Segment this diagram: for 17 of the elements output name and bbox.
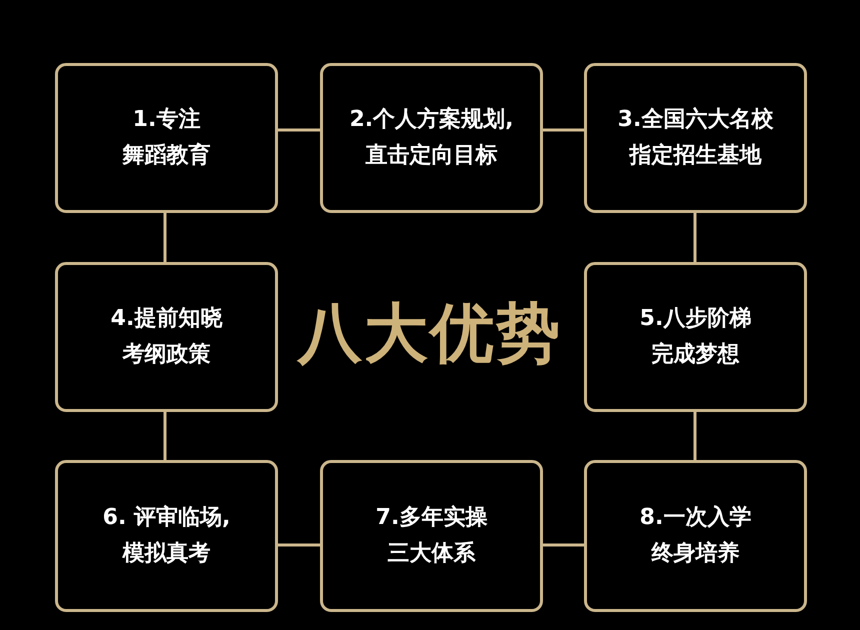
advantage-box: 4.提前知晓考纲政策 <box>55 262 278 412</box>
advantage-box: 5.八步阶梯完成梦想 <box>584 262 807 412</box>
connector-line <box>278 544 320 546</box>
connector-line <box>543 128 584 132</box>
advantage-box: 8.一次入学终身培养 <box>584 460 807 612</box>
connector-line <box>164 412 166 460</box>
advantage-box: 2.个人方案规划,直击定向目标 <box>320 63 543 213</box>
connector-line <box>694 412 696 460</box>
advantage-box: 1.专注舞蹈教育 <box>55 63 278 213</box>
advantage-box: 6. 评审临场,模拟真考 <box>55 460 278 612</box>
connector-line <box>694 213 696 262</box>
advantage-box: 7.多年实操三大体系 <box>320 460 543 612</box>
advantage-box: 3.全国六大名校指定招生基地 <box>584 63 807 213</box>
connector-line <box>543 544 584 546</box>
connector-line <box>164 213 166 262</box>
title: 八大优势 <box>296 295 563 373</box>
connector-line <box>278 128 320 132</box>
